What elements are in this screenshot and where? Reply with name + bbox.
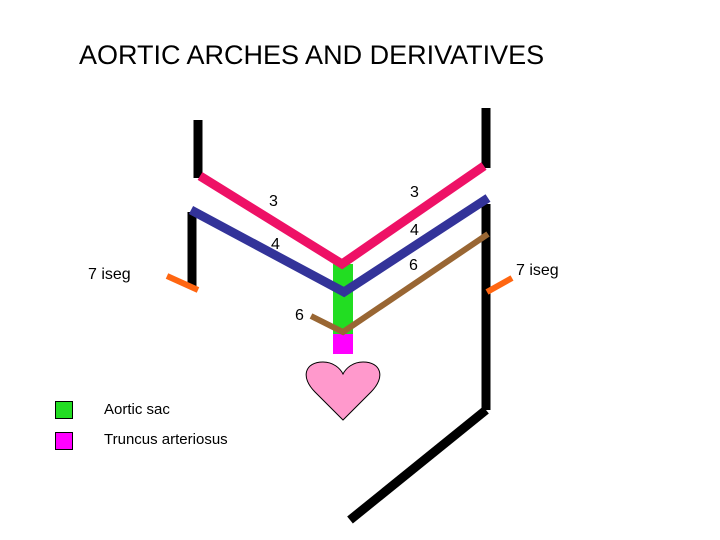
label-iseg-left: 7 iseg (88, 266, 131, 283)
truncus-arteriosus-block (333, 334, 353, 354)
heart-icon (305, 361, 381, 421)
label-arch-6-right: 6 (409, 257, 418, 274)
label-arch-4-left: 4 (271, 236, 280, 253)
left-7-iseg-artery (165, 273, 200, 293)
label-arch-3-right: 3 (410, 184, 419, 201)
descending-aorta (347, 406, 489, 524)
legend-label-truncus-arteriosus: Truncus arteriosus (104, 431, 228, 448)
arch-4 (188, 194, 491, 298)
label-iseg-right: 7 iseg (516, 262, 559, 279)
label-arch-6-left: 6 (295, 307, 304, 324)
label-arch-3-left: 3 (269, 193, 278, 210)
arch-6 (309, 231, 490, 336)
right-7-iseg-artery (485, 275, 514, 295)
arch-3 (197, 162, 487, 270)
label-arch-4-right: 4 (410, 222, 419, 239)
page-title: AORTIC ARCHES AND DERIVATIVES (79, 40, 545, 70)
aortic-sac-block (333, 264, 353, 334)
legend-swatch-truncus-arteriosus (55, 432, 73, 450)
legend-label-aortic-sac: Aortic sac (104, 401, 170, 418)
legend-swatch-aortic-sac (55, 401, 73, 419)
